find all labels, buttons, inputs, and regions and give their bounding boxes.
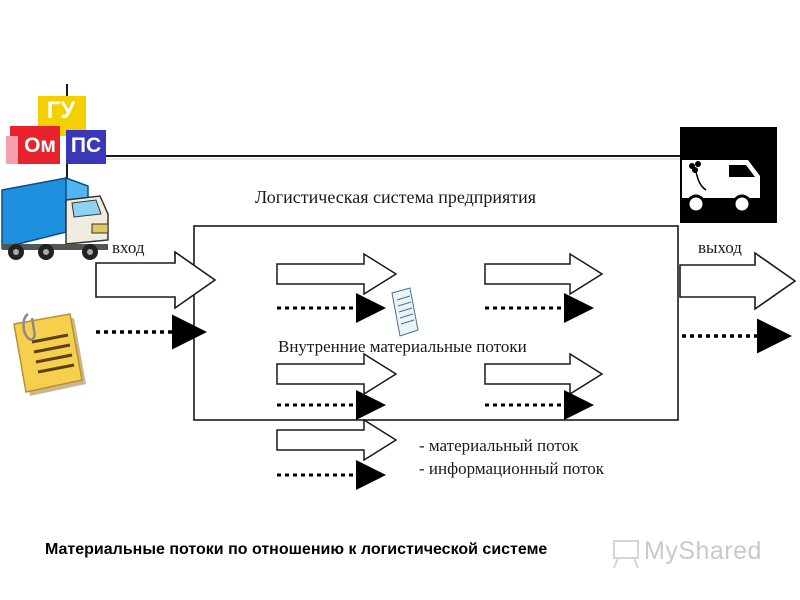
logo-left-text: Ом [24, 134, 56, 157]
internal-material-arrow [484, 352, 604, 396]
watermark-text: MyShared [644, 537, 762, 565]
system-title: Логистическая система предприятия [255, 187, 537, 207]
input-label: вход [112, 238, 145, 257]
inner-document-icon [391, 287, 419, 337]
university-logo: ГУ Ом ПС [0, 92, 112, 172]
internal-material-arrow [276, 352, 398, 396]
legend-material-arrow [276, 418, 398, 462]
document-icon [13, 312, 86, 396]
internal-flows-label: Внутренние материальные потоки [278, 337, 527, 356]
delivery-truck-icon [680, 127, 777, 223]
output-label: выход [698, 238, 742, 257]
output-material-arrow [679, 251, 797, 311]
logo-left-shadow [6, 136, 18, 164]
truck-icon [1, 176, 109, 260]
legend-material-label: - материальный поток [419, 436, 579, 455]
logo-right-text: ПС [70, 134, 102, 157]
logo-left-block [10, 126, 60, 164]
logo-top-text: ГУ [46, 97, 76, 124]
legend-information-label: - информационный поток [419, 459, 605, 478]
internal-material-arrow [484, 252, 604, 296]
internal-material-arrow [276, 252, 398, 296]
logo-right-block [66, 130, 106, 164]
logistics-system-box [193, 225, 679, 421]
slide-caption: Материальные потоки по отношению к логис… [45, 541, 548, 558]
input-material-arrow [95, 250, 217, 310]
watermark-icon [613, 540, 639, 569]
